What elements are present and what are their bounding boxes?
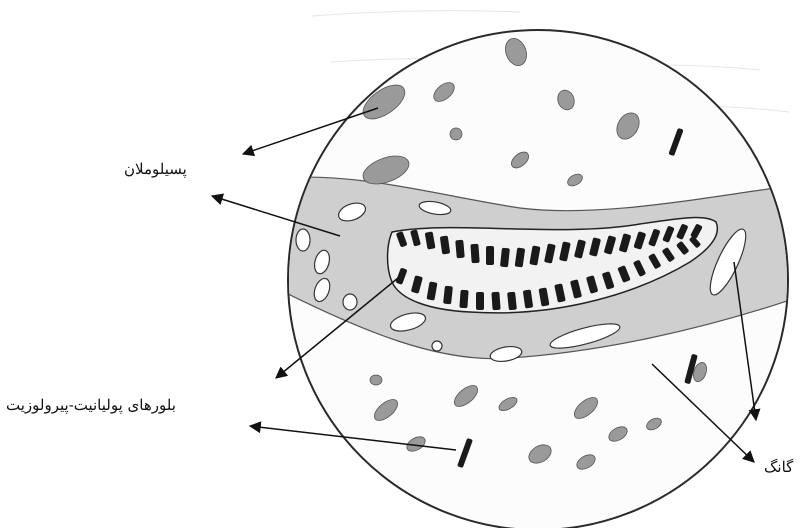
label-crystals: بلورهای پولیانیت-پیرولوزیت [6,396,176,414]
label-psilomelane: پسیلوملان [124,160,187,178]
label-gangue: گانگ [764,458,793,476]
